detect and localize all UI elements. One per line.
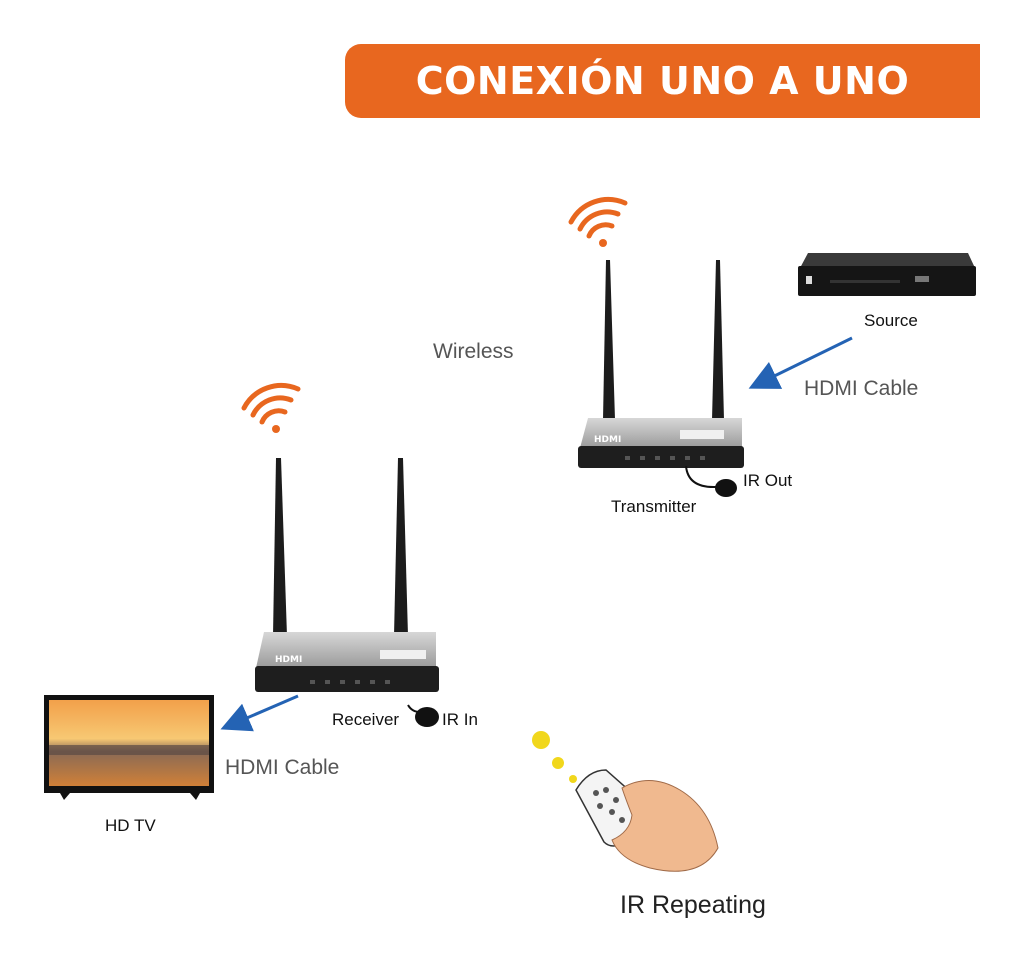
source-label: Source bbox=[864, 311, 918, 330]
dvd-player-icon bbox=[798, 253, 976, 296]
receiver-device: HDMI bbox=[255, 458, 439, 692]
transmitter-label: Transmitter bbox=[611, 497, 697, 516]
remote-control-icon bbox=[575, 769, 719, 872]
ir-in-label: IR In bbox=[442, 710, 478, 729]
ir-out-label: IR Out bbox=[743, 471, 793, 490]
hdmi-cable-tx-label: HDMI Cable bbox=[804, 377, 919, 400]
banner-title: CONEXIÓN UNO A UNO bbox=[415, 59, 910, 103]
hdmi-cable-rx-label: HDMI Cable bbox=[225, 756, 340, 779]
ir-out-sensor-icon bbox=[685, 465, 737, 497]
ir-repeating-label: IR Repeating bbox=[620, 891, 766, 919]
wifi-signal-icon bbox=[241, 383, 301, 433]
hd-tv-label: HD TV bbox=[105, 816, 156, 835]
svg-text:HDMI: HDMI bbox=[275, 655, 302, 665]
ir-signal-dots bbox=[532, 731, 577, 783]
wireless-label: Wireless bbox=[433, 340, 514, 363]
title-banner: CONEXIÓN UNO A UNO bbox=[345, 44, 980, 118]
wifi-signal-icon bbox=[568, 197, 628, 247]
tv-icon bbox=[44, 695, 214, 800]
hdmi-cable-arrow-rx bbox=[220, 694, 299, 732]
svg-text:HDMI: HDMI bbox=[594, 435, 621, 445]
receiver-label: Receiver bbox=[332, 710, 400, 729]
ir-in-sensor-icon bbox=[407, 704, 439, 727]
hdmi-cable-arrow-tx bbox=[748, 336, 853, 389]
transmitter-device: HDMI bbox=[578, 260, 744, 468]
